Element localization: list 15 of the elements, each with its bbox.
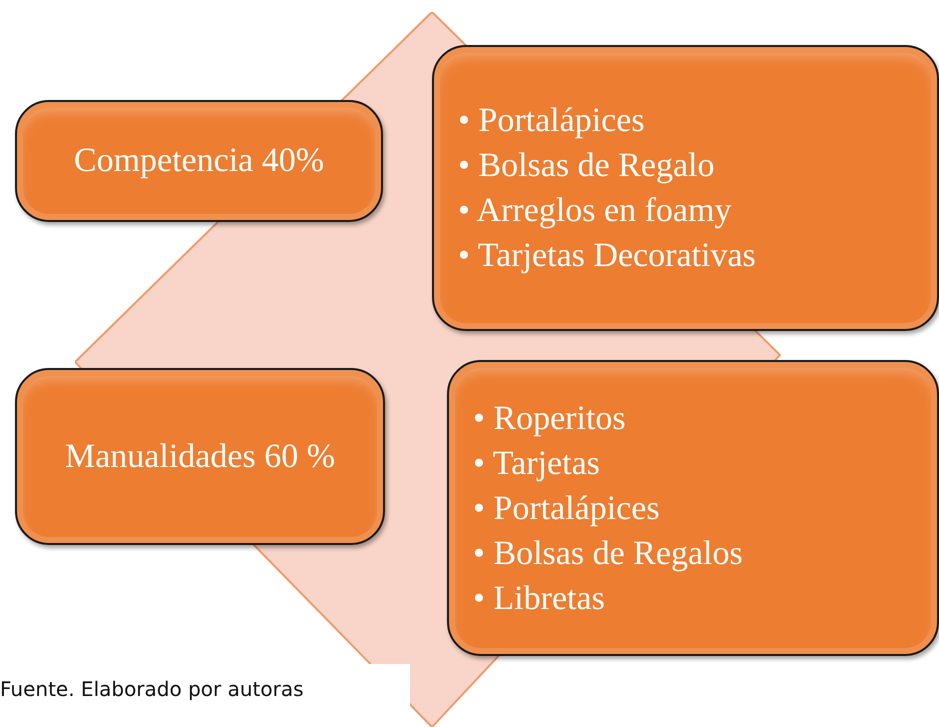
rounded-box <box>15 100 383 222</box>
rounded-box <box>447 360 939 656</box>
list-item: • Arreglos en foamy <box>458 191 732 231</box>
box-label: Competencia 40% <box>74 141 324 182</box>
list-item: • Portalápices <box>473 488 661 528</box>
list-item: • Tarjetas <box>473 444 601 484</box>
list-item: • Libretas <box>473 578 606 618</box>
list-item: • Roperitos <box>473 398 627 438</box>
box-label: Manualidades 60 % <box>64 436 336 477</box>
list-item: • Bolsas de Regalos <box>473 534 743 574</box>
list-item: • Tarjetas Decorativas <box>458 236 756 276</box>
list-item: • Bolsas de Regalo <box>458 146 716 186</box>
rounded-box <box>432 45 939 331</box>
list-item: • Portalápices <box>458 101 646 141</box>
rounded-box <box>15 368 385 545</box>
